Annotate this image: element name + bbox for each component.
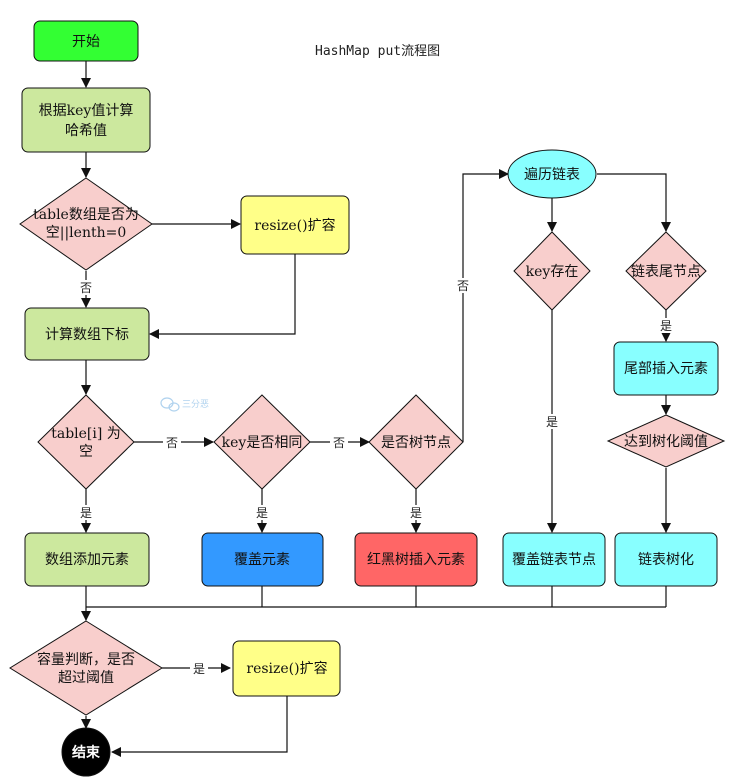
edge-resize1-calcindex xyxy=(149,254,296,339)
resize-node-2: resize()扩容 xyxy=(232,640,341,697)
calc-index-label: 计算数组下标 xyxy=(45,327,129,343)
edge-label-yes-5: 是 xyxy=(660,319,672,333)
tail-node-check-label: 链表尾节点 xyxy=(631,264,701,280)
tail-insert-node: 尾部插入元素 xyxy=(613,341,719,396)
edges xyxy=(81,61,671,757)
hash-label-line1: 根据key值计算 xyxy=(39,103,134,119)
table-empty-check-node: table数组是否为 空||lenth=0 xyxy=(19,177,153,271)
overwrite-label: 覆盖元素 xyxy=(234,552,290,568)
watermark-text: 三分恶 xyxy=(182,399,209,410)
capacity-check-node: 容量判断，是否 超过阈值 xyxy=(9,620,163,716)
start-node: 开始 xyxy=(33,20,139,62)
overwrite-list-node-node: 覆盖链表节点 xyxy=(502,532,606,587)
edge-label-no-1: 否 xyxy=(80,281,92,295)
tree-node-check-node: 是否树节点 xyxy=(368,394,464,490)
hash-label-line2: 哈希值 xyxy=(65,123,107,139)
key-same-check-label: key是否相同 xyxy=(222,435,303,451)
edge-label-yes-4: 是 xyxy=(546,415,558,429)
hash-node: 根据key值计算 哈希值 xyxy=(21,87,151,153)
rbtree-insert-label: 红黑树插入元素 xyxy=(367,552,465,568)
capacity-check-line1: 容量判断，是否 xyxy=(37,651,135,668)
tail-node-check-node: 链表尾节点 xyxy=(625,231,707,311)
edge-label-yes-1: 是 xyxy=(80,506,92,520)
tail-insert-label: 尾部插入元素 xyxy=(624,361,708,377)
edge-traverse-tailnode xyxy=(597,173,671,232)
key-exists-check-node: key存在 xyxy=(513,231,591,311)
wechat-icon xyxy=(160,397,180,412)
resize-label-1: resize()扩容 xyxy=(254,217,335,234)
edge-label-yes-6: 是 xyxy=(193,662,205,676)
end-label: 结束 xyxy=(72,744,101,761)
slot-empty-check-line1: table[i] 为 xyxy=(51,426,121,442)
traverse-node: 遍历链表 xyxy=(507,149,597,199)
capacity-check-line2: 超过阈值 xyxy=(58,670,114,686)
resize-label-2: resize()扩容 xyxy=(246,660,327,677)
start-label: 开始 xyxy=(72,34,100,50)
treeify-label: 链表树化 xyxy=(638,552,694,568)
calc-index-node: 计算数组下标 xyxy=(24,307,150,361)
treeify-threshold-check-node: 达到树化阈值 xyxy=(606,414,726,468)
edge-label-yes-2: 是 xyxy=(256,506,268,520)
add-element-label: 数组添加元素 xyxy=(45,552,129,568)
slot-empty-check-line2: 空 xyxy=(79,444,93,460)
table-empty-check-line2: 空||lenth=0 xyxy=(46,225,127,241)
treeify-node: 链表树化 xyxy=(614,532,718,587)
edge-labels: 否 否 否 否 是 是 是 是 是 是 xyxy=(77,278,675,676)
tree-node-check-label: 是否树节点 xyxy=(381,435,451,451)
edge-treecheck-traverse xyxy=(462,169,509,442)
treeify-threshold-check-label: 达到树化阈值 xyxy=(624,434,708,450)
key-same-check-node: key是否相同 xyxy=(213,394,311,490)
add-element-node: 数组添加元素 xyxy=(24,532,150,587)
diagram-title: HashMap put流程图 xyxy=(315,44,440,59)
resize-node-1: resize()扩容 xyxy=(240,195,350,255)
slot-empty-check-node: table[i] 为 空 xyxy=(37,394,135,490)
overwrite-node: 覆盖元素 xyxy=(201,532,324,587)
edge-label-no-3: 否 xyxy=(333,436,345,450)
key-exists-check-label: key存在 xyxy=(526,264,579,280)
end-node: 结束 xyxy=(61,727,111,777)
watermark: 三分恶 xyxy=(160,397,209,412)
edge-resize2-end xyxy=(111,696,288,757)
edge-label-yes-3: 是 xyxy=(410,506,422,520)
edge-label-no-4: 否 xyxy=(457,279,469,293)
overwrite-list-node-label: 覆盖链表节点 xyxy=(512,552,596,568)
traverse-label: 遍历链表 xyxy=(524,167,580,183)
rbtree-insert-node: 红黑树插入元素 xyxy=(354,532,478,587)
edge-label-no-2: 否 xyxy=(166,436,178,450)
table-empty-check-line1: table数组是否为 xyxy=(33,207,139,223)
